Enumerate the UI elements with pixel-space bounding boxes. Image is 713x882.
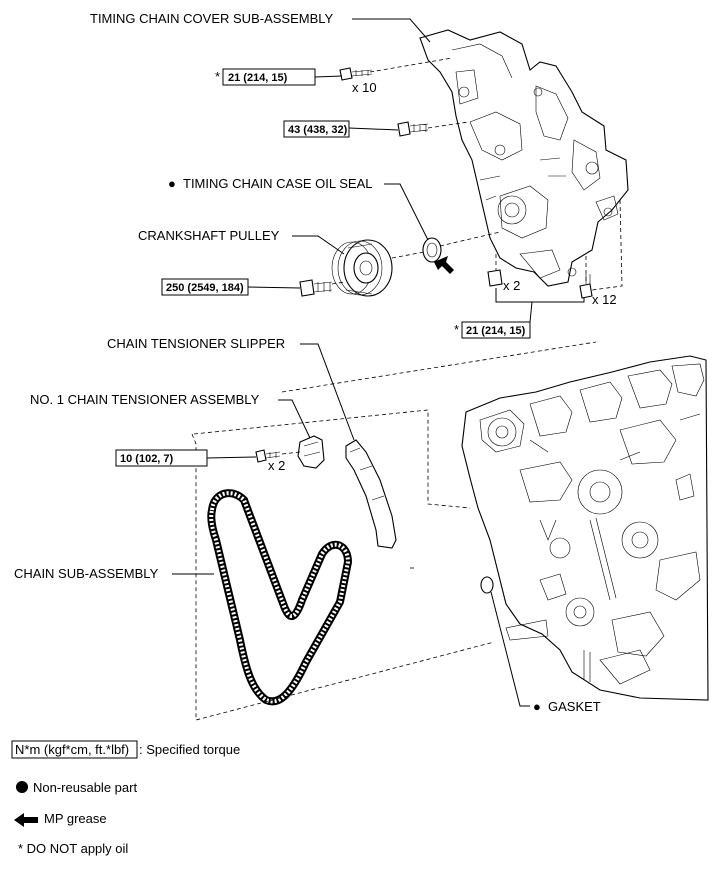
legend-non-reusable: Non-reusable part bbox=[33, 780, 137, 795]
oil-seal-drawing bbox=[422, 237, 442, 263]
bolt-cover-bottom bbox=[579, 274, 593, 299]
label-gasket: GASKET bbox=[548, 699, 601, 714]
torque-tensioner: 10 (102, 7) bbox=[120, 453, 174, 465]
torque-pulley: 250 (2549, 184) bbox=[166, 282, 244, 294]
torque-box-cover-top bbox=[222, 68, 316, 86]
label-chain-tensioner-slipper: CHAIN TENSIONER SLIPPER bbox=[107, 336, 285, 351]
timing-chain-cover-drawing bbox=[419, 29, 629, 287]
non-reusable-marker-gasket: ● bbox=[533, 699, 541, 714]
qty-cover-nut: x 2 bbox=[503, 278, 520, 293]
torque-cover-top: 21 (214, 15) bbox=[228, 72, 288, 84]
torque-box-cover-mid bbox=[283, 120, 350, 138]
torque-cover-mid: 43 (438, 32) bbox=[288, 124, 348, 136]
non-reusable-marker-seal: ● bbox=[168, 176, 176, 191]
legend-torque-box bbox=[11, 740, 138, 759]
assembly-lines bbox=[191, 57, 623, 721]
legend: N*m (kgf*cm, ft.*lbf) : Specified torque… bbox=[11, 740, 240, 856]
legend-no-oil: * DO NOT apply oil bbox=[18, 841, 128, 856]
chain-tensioner-drawing bbox=[297, 435, 325, 469]
asterisk-marker-top: * bbox=[215, 69, 220, 84]
leader-lines bbox=[172, 18, 585, 707]
label-crankshaft-pulley: CRANKSHAFT PULLEY bbox=[138, 228, 280, 243]
bolt-pulley bbox=[299, 279, 333, 297]
chain-drawing bbox=[207, 489, 353, 706]
label-timing-chain-cover: TIMING CHAIN COVER SUB-ASSEMBLY bbox=[90, 11, 334, 26]
engine-block-drawing bbox=[461, 355, 709, 701]
gasket-drawing bbox=[480, 576, 494, 594]
legend-mp-grease-icon bbox=[14, 813, 38, 827]
qty-tensioner: x 2 bbox=[268, 458, 285, 473]
nut-cover bbox=[487, 269, 503, 287]
torque-box-cover-bottom bbox=[461, 321, 531, 339]
bolt-cover-mid bbox=[397, 121, 429, 137]
qty-cover-top: x 10 bbox=[352, 80, 377, 95]
legend-torque-desc: : Specified torque bbox=[139, 742, 240, 757]
legend-non-reusable-icon bbox=[16, 781, 28, 793]
torque-box-tensioner bbox=[115, 449, 208, 467]
torque-box-pulley bbox=[161, 278, 249, 296]
bolt-tensioner bbox=[255, 449, 281, 463]
chain-tensioner-slipper-drawing bbox=[345, 439, 397, 549]
qty-cover-bottom: x 12 bbox=[592, 292, 617, 307]
legend-torque-unit: N*m (kgf*cm, ft.*lbf) bbox=[15, 742, 129, 757]
label-chain-sub-assembly: CHAIN SUB-ASSEMBLY bbox=[14, 566, 159, 581]
crankshaft-pulley-drawing bbox=[331, 239, 393, 297]
asterisk-marker-bottom: * bbox=[454, 322, 459, 337]
torque-cover-bottom: 21 (214, 15) bbox=[466, 325, 526, 337]
label-no1-chain-tensioner: NO. 1 CHAIN TENSIONER ASSEMBLY bbox=[30, 392, 260, 407]
label-oil-seal: TIMING CHAIN CASE OIL SEAL bbox=[183, 176, 373, 191]
legend-mp-grease: MP grease bbox=[44, 811, 107, 826]
bolt-cover-top bbox=[339, 67, 373, 81]
mp-grease-arrow bbox=[434, 256, 454, 274]
